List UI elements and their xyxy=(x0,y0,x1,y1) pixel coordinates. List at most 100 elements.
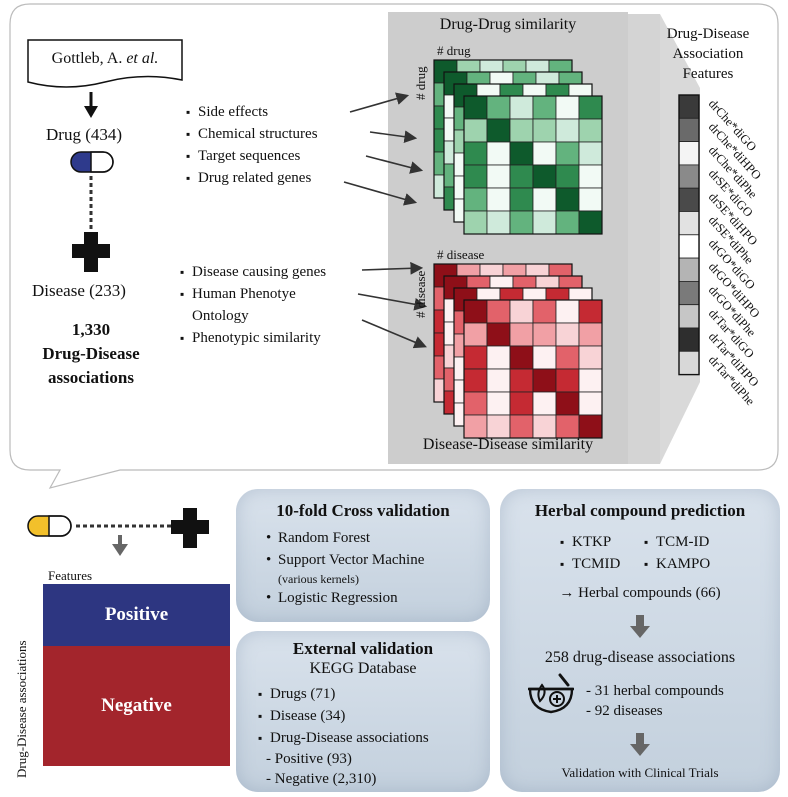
drug-matrix-cell xyxy=(509,118,534,143)
disease-matrix-cell xyxy=(532,299,557,324)
drug-matrix-cell xyxy=(486,118,511,143)
disease-matrix-cell xyxy=(463,345,488,370)
drug-capsule-icon xyxy=(70,151,114,173)
assoc-title-1: Drug-Disease xyxy=(666,26,750,42)
feature-arrow xyxy=(365,155,424,174)
disease-matrix-cell xyxy=(486,345,511,370)
cv-item-note: (various kernels) xyxy=(266,571,424,587)
herbal-compounds: → Herbal compounds (66) xyxy=(559,585,721,601)
assoc-down-arrow-head xyxy=(112,544,128,556)
drug-feature-item: Side effects xyxy=(186,101,318,123)
drug-matrix-cell xyxy=(532,210,557,235)
drug-matrix-cell xyxy=(555,141,580,166)
down-arrow-icon xyxy=(630,615,650,638)
feature-strip-cell xyxy=(678,164,700,189)
ev-item: Drugs (71) xyxy=(258,683,429,705)
disease-similarity-title: Disease-Disease similarity xyxy=(422,436,594,453)
feature-strip-cell xyxy=(678,234,700,259)
external-validation-sublist: - Positive (93) - Negative (2,310) xyxy=(266,749,376,789)
disease-matrix-cell xyxy=(532,391,557,416)
disease-cross-icon xyxy=(72,232,110,272)
drug-matrix-cell xyxy=(463,210,488,235)
disease-matrix-cell xyxy=(532,345,557,370)
disease-matrix-cell xyxy=(578,368,603,393)
assoc-title-3: Features xyxy=(682,66,734,82)
associations-label-2: associations xyxy=(48,368,134,387)
disease-matrix-cell xyxy=(509,391,534,416)
feature-arrow xyxy=(361,261,424,275)
drug-feature-item: Drug related genes xyxy=(186,167,318,189)
drug-matrix-cell xyxy=(578,187,603,212)
herbal-mortar-icon xyxy=(528,673,574,714)
disease-cross-icon xyxy=(171,508,209,548)
disease-matrix-cell xyxy=(555,414,580,439)
disease-matrix-cell xyxy=(532,414,557,439)
drug-matrix-cell xyxy=(555,187,580,212)
feature-strip-cell xyxy=(678,211,700,236)
drug-feature-item: Target sequences xyxy=(186,145,318,167)
disease-matrix-cell xyxy=(486,299,511,324)
drug-matrix-cell xyxy=(532,187,557,212)
drug-matrix-cell xyxy=(463,118,488,143)
drug-matrix-cell xyxy=(532,164,557,189)
drug-matrix-cell xyxy=(532,95,557,120)
drug-disease-side-label: Drug-Disease associations xyxy=(14,640,29,778)
disease-feature-item: Disease causing genes xyxy=(180,261,326,283)
disease-matrix-cell xyxy=(509,368,534,393)
herbal-count: - 31 herbal compounds xyxy=(586,683,724,699)
herbal-db-col1: KTKP TCMID xyxy=(560,531,620,575)
disease-matrix-cell xyxy=(578,322,603,347)
feature-arrow xyxy=(349,92,410,113)
source-document-icon xyxy=(27,39,183,88)
feature-arrow xyxy=(343,181,418,206)
drug-matrix-cell xyxy=(463,141,488,166)
herbal-title: Herbal compound prediction xyxy=(534,501,746,520)
external-validation-panel: External validation KEGG Database Drugs … xyxy=(236,631,490,792)
drug-matrix-cell xyxy=(486,95,511,120)
disease-matrix-cell xyxy=(509,299,534,324)
disease-count: - 92 diseases xyxy=(586,703,663,719)
disease-matrix-cell xyxy=(555,391,580,416)
disease-matrix-cell xyxy=(578,345,603,370)
svm-note: (various kernels) xyxy=(278,572,359,586)
disease-feature-item: Human Phenotye xyxy=(180,283,326,305)
cv-item: Support Vector Machine xyxy=(266,549,424,571)
drug-matrix-cell xyxy=(463,187,488,212)
disease-axis-top: # disease xyxy=(437,247,485,262)
drug-matrix-cell xyxy=(578,95,603,120)
source-citation: Gottleb, A. et al. xyxy=(26,50,184,68)
herbal-db-item: KTKP xyxy=(560,531,620,553)
disease-matrix-cell xyxy=(532,368,557,393)
positive-block: Positive xyxy=(43,584,230,646)
disease-feature-list: Disease causing genes Human Phenotye Ont… xyxy=(180,261,326,349)
herbal-final: Validation with Clinical Trials xyxy=(561,765,719,780)
drug-matrix-cell xyxy=(509,164,534,189)
drug-matrix-cell xyxy=(486,164,511,189)
drug-matrix-cell xyxy=(463,164,488,189)
disease-matrix-cell xyxy=(509,345,534,370)
external-validation-title: External validation xyxy=(292,639,434,658)
feature-strip-cell xyxy=(678,187,700,212)
disease-matrix-layer xyxy=(463,299,603,439)
feature-arrow xyxy=(361,319,427,349)
ev-subitem: - Positive (93) xyxy=(266,751,352,767)
feature-strip-frame xyxy=(678,94,700,376)
disease-matrix-cell xyxy=(532,322,557,347)
source-author: Gottleb, A. xyxy=(51,50,127,67)
cv-item: Logistic Regression xyxy=(266,587,424,609)
features-label: Features xyxy=(48,568,93,583)
disease-matrix-cell xyxy=(555,368,580,393)
drug-matrix-cell xyxy=(555,118,580,143)
associations-label-1: Drug-Disease xyxy=(42,344,140,363)
drug-matrix-cell xyxy=(578,164,603,189)
disease-similarity-matrices xyxy=(433,263,603,439)
drug-matrix-cell xyxy=(509,141,534,166)
herbal-counts: - 31 herbal compounds - 92 diseases xyxy=(586,681,724,721)
drug-matrix-cell xyxy=(532,141,557,166)
drug-matrix-cell xyxy=(555,95,580,120)
drug-matrix-cell xyxy=(486,141,511,166)
associations-count: 1,330 xyxy=(71,320,111,339)
association-icon-row xyxy=(27,508,209,556)
feature-strip-cell xyxy=(678,280,700,306)
disease-feature-continuation: Ontology xyxy=(192,308,249,324)
